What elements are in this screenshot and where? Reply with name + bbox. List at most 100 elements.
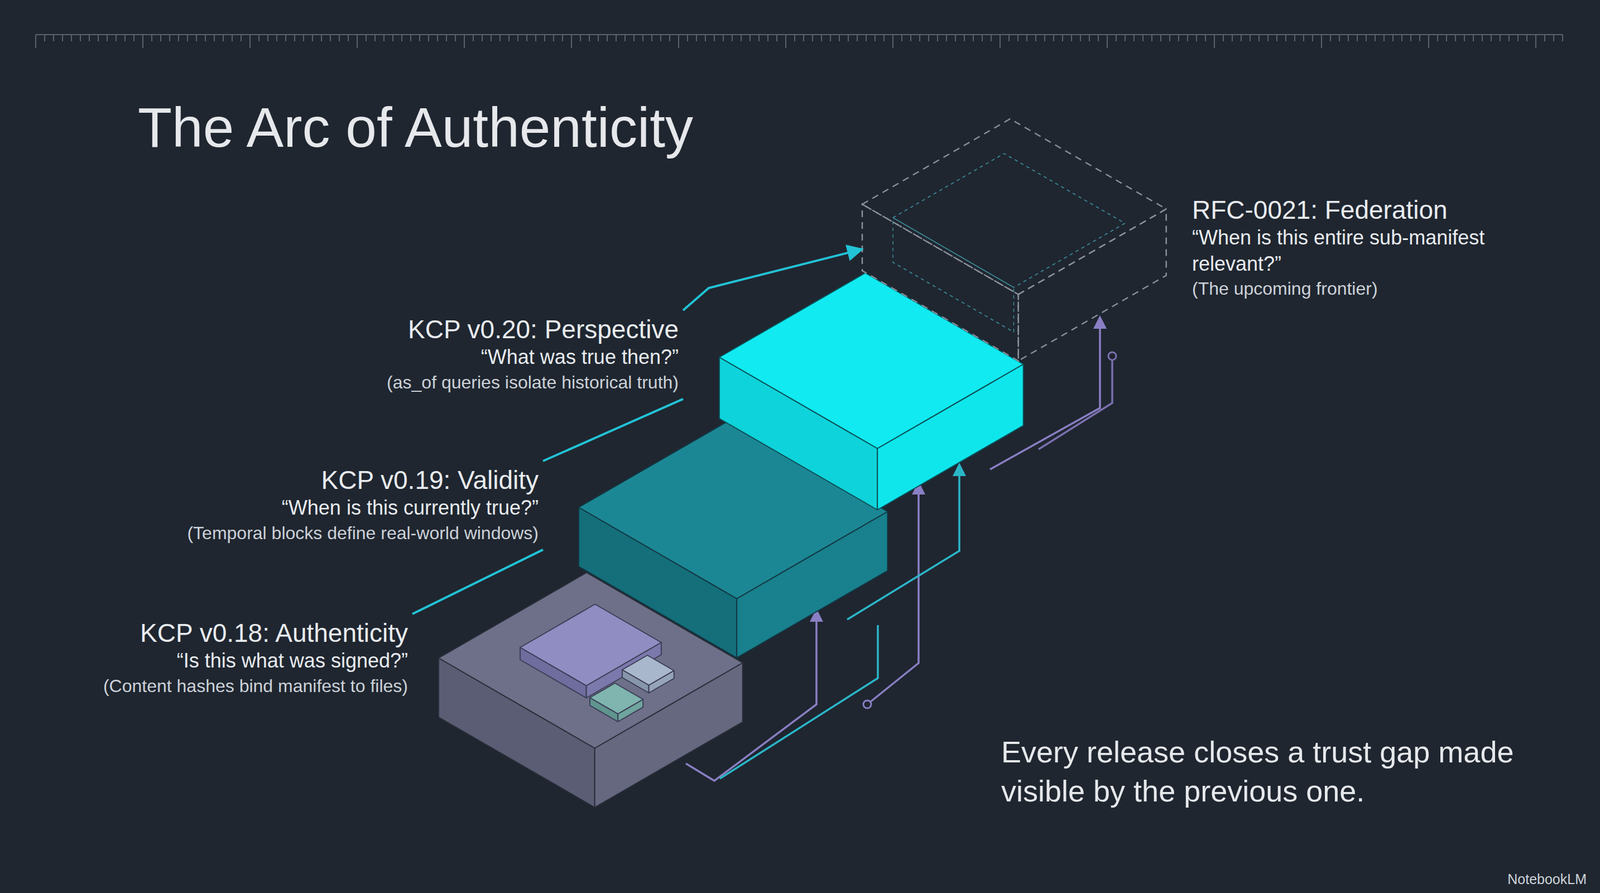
release-question: “When is this entire sub-manifest releva… xyxy=(1192,224,1505,278)
ruler-tick xyxy=(463,34,465,48)
ruler-tick xyxy=(1445,34,1448,42)
ruler-tick xyxy=(490,34,492,42)
ruler-tick xyxy=(186,34,189,42)
trace-line xyxy=(1038,358,1113,450)
ruler-tick xyxy=(1508,34,1510,42)
ruler-tick xyxy=(1312,34,1314,42)
release-heading: KCP v0.20: Perspective xyxy=(386,314,679,345)
release-note: (as_of queries isolate historical truth) xyxy=(386,370,679,395)
ruler-tick xyxy=(660,34,662,42)
ruler-tick xyxy=(642,34,644,42)
ruler-tick xyxy=(53,34,55,42)
ruler-tick xyxy=(1374,34,1376,42)
watermark: NotebookLM xyxy=(1507,871,1587,888)
ruler-tick xyxy=(651,34,653,42)
ruler-tick xyxy=(276,34,278,42)
ruler-tick xyxy=(1249,34,1251,42)
ruler-tick xyxy=(1178,34,1180,42)
ruler-tick xyxy=(365,34,367,42)
trace-arrowhead xyxy=(1093,315,1107,329)
ruler-tick xyxy=(481,34,483,42)
ruler-tick xyxy=(704,34,706,42)
ruler-tick xyxy=(106,34,108,42)
dashed-face xyxy=(862,204,1019,362)
caption: Every release closes a trust gap made vi… xyxy=(1001,732,1537,811)
dashed-inner xyxy=(892,153,1126,288)
release-node: KCP v0.19: Validity“When is this current… xyxy=(182,460,544,550)
ruler-tick xyxy=(392,34,394,42)
ruler-tick xyxy=(535,34,537,42)
ruler-tick xyxy=(1553,34,1555,42)
ruler-tick xyxy=(169,34,171,42)
ruler-tick xyxy=(1151,34,1153,42)
ruler-tick xyxy=(1097,34,1099,42)
ruler-tick xyxy=(124,34,126,42)
ruler-tick xyxy=(561,34,564,42)
ruler-tick xyxy=(1187,34,1189,42)
ruler-tick xyxy=(1562,34,1564,42)
ruler-tick xyxy=(811,34,814,42)
file-tile-face xyxy=(589,683,643,714)
ruler-tick xyxy=(410,34,412,42)
ruler-tick xyxy=(1124,34,1126,42)
ruler-tick xyxy=(1356,34,1358,42)
release-heading: KCP v0.19: Validity xyxy=(186,465,539,496)
ruler-tick xyxy=(579,34,581,42)
ruler-tick xyxy=(526,34,528,42)
ruler-tick xyxy=(1160,34,1162,42)
ruler-tick xyxy=(1329,34,1332,42)
ruler-tick xyxy=(740,34,742,42)
ruler-tick xyxy=(115,34,117,42)
ruler-tick xyxy=(633,34,635,42)
ruler-tick xyxy=(981,34,983,42)
ruler-tick xyxy=(1294,34,1296,42)
ruler-tick xyxy=(731,34,733,42)
release-note: (Content hashes bind manifest to files) xyxy=(103,674,408,699)
ruler-tick xyxy=(508,34,510,42)
ruler-tick xyxy=(901,34,903,42)
ruler-tick xyxy=(1383,34,1385,42)
ruler-tick xyxy=(1401,34,1403,42)
ruler-tick xyxy=(820,34,823,42)
ruler-tick xyxy=(1142,34,1144,42)
ruler-tick xyxy=(320,34,323,42)
ruler-tick xyxy=(61,34,64,42)
ruler-tick xyxy=(865,34,867,42)
ruler-tick xyxy=(749,34,751,42)
ruler-tick xyxy=(1481,34,1483,42)
ruler-tick xyxy=(213,34,215,42)
ruler-tick xyxy=(436,34,439,42)
ruler-tick xyxy=(928,34,930,42)
ruler-tick xyxy=(1258,34,1260,42)
ruler-tick xyxy=(1222,34,1224,42)
ruler-tick xyxy=(883,34,885,42)
ruler-tick xyxy=(1231,34,1233,42)
ruler-tick xyxy=(195,34,198,42)
release-note: (The upcoming frontier) xyxy=(1192,276,1511,301)
ruler-tick xyxy=(1169,34,1171,42)
ruler-tick xyxy=(178,34,180,42)
ruler-tick xyxy=(303,34,305,42)
block-perspective xyxy=(719,272,1024,511)
release-question: “When is this currently true?” xyxy=(186,495,539,522)
ruler-tick xyxy=(1213,34,1215,48)
ruler-tick xyxy=(606,34,608,42)
progress-connector xyxy=(683,248,863,311)
ruler-tick xyxy=(142,34,144,48)
trace-dot xyxy=(863,700,872,709)
ruler-tick xyxy=(874,34,876,42)
ruler-tick xyxy=(285,34,287,42)
ruler-tick xyxy=(70,34,72,42)
ruler-tick xyxy=(1338,34,1340,42)
ruler-tick xyxy=(1365,34,1367,42)
ruler-tick xyxy=(1017,34,1019,42)
ruler-tick xyxy=(990,34,992,42)
ruler-tick xyxy=(1106,34,1108,48)
future-release-node: RFC-0021: Federation“When is this entire… xyxy=(862,111,1516,358)
progress-connector xyxy=(412,549,544,614)
file-tile xyxy=(589,683,643,722)
dashed-face xyxy=(1018,209,1167,362)
ruler-tick xyxy=(249,34,251,48)
ruler-tick xyxy=(856,34,858,42)
ruler-tick xyxy=(999,34,1001,48)
